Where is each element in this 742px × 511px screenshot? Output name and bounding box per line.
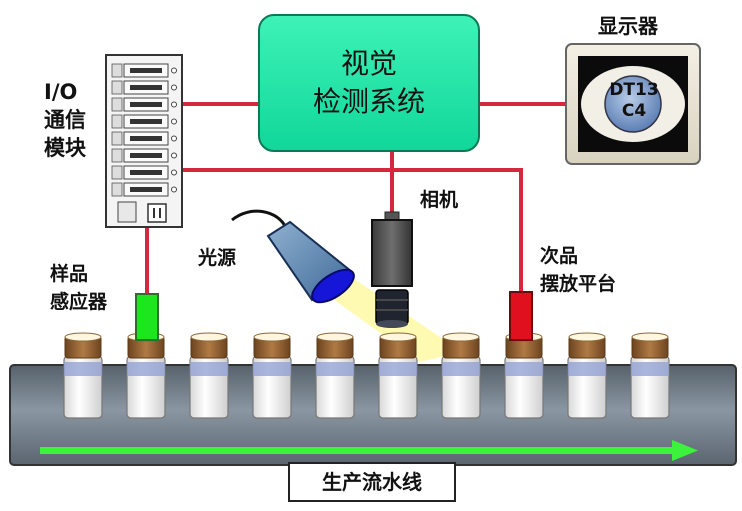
io-slot-terminal xyxy=(111,63,123,78)
bottle-cap-top xyxy=(568,332,606,342)
bottle-band xyxy=(631,362,669,376)
reject-platform-label: 次品 摆放平台 xyxy=(540,245,617,295)
bottle xyxy=(441,332,481,419)
flow-arrow xyxy=(40,440,698,461)
light-cable xyxy=(231,209,288,229)
bottle-band xyxy=(505,362,543,376)
io-slot xyxy=(111,63,177,78)
io-slot-terminal xyxy=(111,148,123,163)
display-label: 显示器 xyxy=(598,14,658,38)
io-module-base xyxy=(117,201,137,223)
bottle-band xyxy=(379,362,417,376)
bottle xyxy=(252,332,292,419)
lamp-lens xyxy=(311,268,355,304)
io-slot-led xyxy=(171,186,177,193)
sample-sensor xyxy=(135,293,159,341)
camera-label: 相机 xyxy=(420,189,459,211)
wire-io-to-reject xyxy=(180,168,523,294)
bottle-band xyxy=(253,362,291,376)
bottle-cap-top xyxy=(190,332,228,342)
display-monitor xyxy=(565,43,701,165)
camera-body xyxy=(371,219,413,287)
monitor-disc xyxy=(604,75,662,133)
bottle xyxy=(126,332,166,419)
production-line-label: 生产流水线 xyxy=(288,462,456,502)
io-slot xyxy=(111,80,177,95)
display-screen-text: DT13 C4 xyxy=(609,80,659,121)
io-slot xyxy=(111,131,177,146)
io-slot-led xyxy=(171,135,177,142)
io-slot-opening xyxy=(130,85,162,90)
light-source xyxy=(231,209,355,304)
io-slot-terminal xyxy=(111,182,123,197)
bottle-cap-top xyxy=(64,332,102,342)
camera-lens xyxy=(375,289,409,325)
io-slot-terminal xyxy=(111,80,123,95)
io-slot-terminal xyxy=(111,114,123,129)
bottle-band xyxy=(64,362,102,376)
io-slot-led xyxy=(171,152,177,159)
io-slot xyxy=(111,97,177,112)
reject-platform xyxy=(509,291,533,341)
io-slot-opening xyxy=(130,170,162,175)
connection-wires xyxy=(145,102,566,296)
bottle xyxy=(189,332,229,419)
bottle xyxy=(504,332,544,419)
camera-lens-front xyxy=(376,320,408,328)
io-slot-terminal xyxy=(111,165,123,180)
bottle-band xyxy=(568,362,606,376)
io-slot-led xyxy=(171,101,177,108)
io-module xyxy=(105,54,183,228)
io-slot-terminal xyxy=(111,131,123,146)
io-slot-terminal xyxy=(111,97,123,112)
bottle-cap-top xyxy=(316,332,354,342)
io-slot xyxy=(111,114,177,129)
bottle-cap-top xyxy=(442,332,480,342)
io-slot-opening xyxy=(130,119,162,124)
io-slot-opening xyxy=(130,102,162,107)
vision-system-label: 视觉 检测系统 xyxy=(312,47,425,118)
io-slot xyxy=(111,165,177,180)
io-slot-led xyxy=(171,169,177,176)
bottle-row xyxy=(63,332,670,419)
bottle-band xyxy=(127,362,165,376)
io-slot-led xyxy=(171,118,177,125)
io-slot-opening xyxy=(130,68,162,73)
bottle xyxy=(378,332,418,419)
bottle xyxy=(63,332,103,419)
bottle-band xyxy=(442,362,480,376)
bottle-cap-top xyxy=(631,332,669,342)
flow-arrow-head xyxy=(672,440,698,461)
io-slot-opening xyxy=(130,136,162,141)
bottle xyxy=(630,332,670,419)
bottle-band xyxy=(316,362,354,376)
io-slot xyxy=(111,148,177,163)
bottle xyxy=(567,332,607,419)
flow-arrow-shaft xyxy=(40,447,672,454)
camera-device xyxy=(371,211,413,328)
io-module-slots xyxy=(111,63,177,197)
io-slot xyxy=(111,182,177,197)
bottle-band xyxy=(190,362,228,376)
io-slot-led xyxy=(171,84,177,91)
vision-system-box: 视觉 检测系统 xyxy=(258,14,480,152)
bottle-cap-top xyxy=(379,332,417,342)
io-slot-opening xyxy=(130,187,162,192)
light-source-label: 光源 xyxy=(198,247,237,269)
io-module-switch xyxy=(147,203,167,223)
io-module-label: I/O 通信 模块 xyxy=(44,80,86,160)
sample-sensor-label: 样品 感应器 xyxy=(50,263,108,313)
bottle xyxy=(315,332,355,419)
bottle-cap-top xyxy=(253,332,291,342)
io-slot-opening xyxy=(130,153,162,158)
io-slot-led xyxy=(171,67,177,74)
